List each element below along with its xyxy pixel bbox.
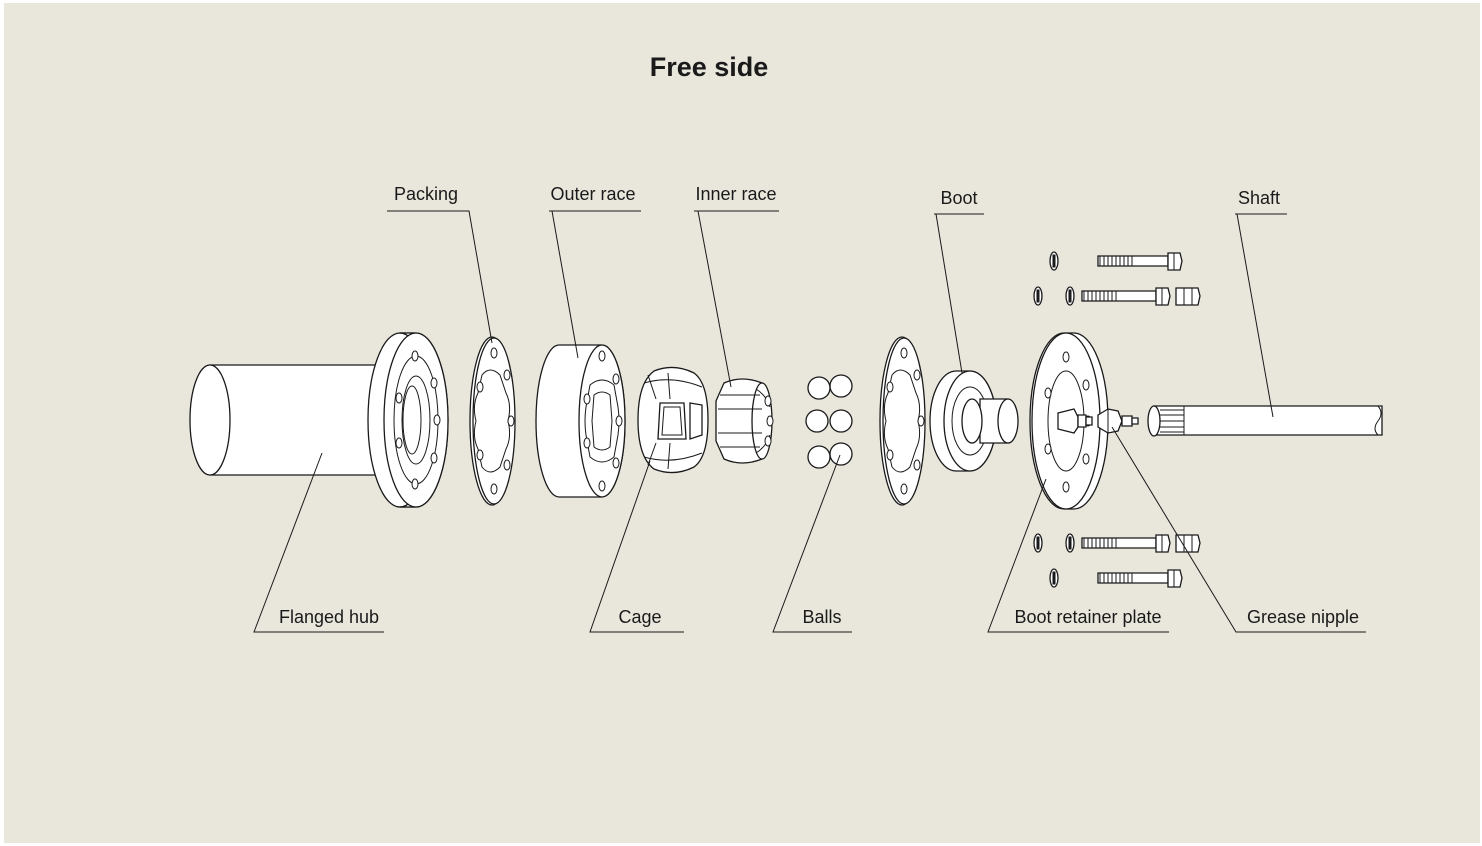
callout-packing: Packing — [387, 184, 493, 344]
label-balls: Balls — [802, 607, 841, 627]
balls — [805, 374, 853, 469]
callout-flanged-hub: Flanged hub — [253, 452, 384, 633]
label-packing: Packing — [394, 184, 458, 204]
flanged-hub — [189, 332, 449, 508]
label-cage: Cage — [618, 607, 661, 627]
bolt-set-top — [1033, 251, 1201, 306]
label-outer-race: Outer race — [550, 184, 635, 204]
label-boot-retainer-plate: Boot retainer plate — [1014, 607, 1161, 627]
callout-cage: Cage — [589, 460, 684, 633]
outer-race — [535, 344, 626, 498]
callout-boot-retainer-plate: Boot retainer plate — [987, 478, 1169, 633]
diagram-title: Free side — [650, 52, 769, 82]
label-flanged-hub: Flanged hub — [279, 607, 379, 627]
diagram-canvas: Free side — [4, 3, 1480, 843]
callout-shaft: Shaft — [1235, 188, 1287, 418]
packing-gasket — [469, 336, 516, 506]
exploded-view-diagram: Free side — [189, 52, 1383, 633]
grease-nipple-hub — [1057, 408, 1093, 434]
bolt-set-bottom — [1033, 533, 1201, 588]
grease-nipple — [1097, 408, 1139, 434]
shaft — [1147, 405, 1383, 437]
label-boot: Boot — [940, 188, 977, 208]
callout-grease-nipple: Grease nipple — [1111, 426, 1366, 633]
boot — [929, 370, 1019, 472]
callout-outer-race: Outer race — [549, 184, 641, 359]
label-inner-race: Inner race — [695, 184, 776, 204]
inner-race — [715, 378, 774, 464]
label-shaft: Shaft — [1238, 188, 1280, 208]
callout-balls: Balls — [772, 454, 852, 633]
boot-gasket — [879, 336, 926, 506]
callout-inner-race: Inner race — [694, 184, 779, 388]
label-grease-nipple: Grease nipple — [1247, 607, 1359, 627]
callout-boot: Boot — [934, 188, 984, 374]
cage — [637, 366, 709, 474]
